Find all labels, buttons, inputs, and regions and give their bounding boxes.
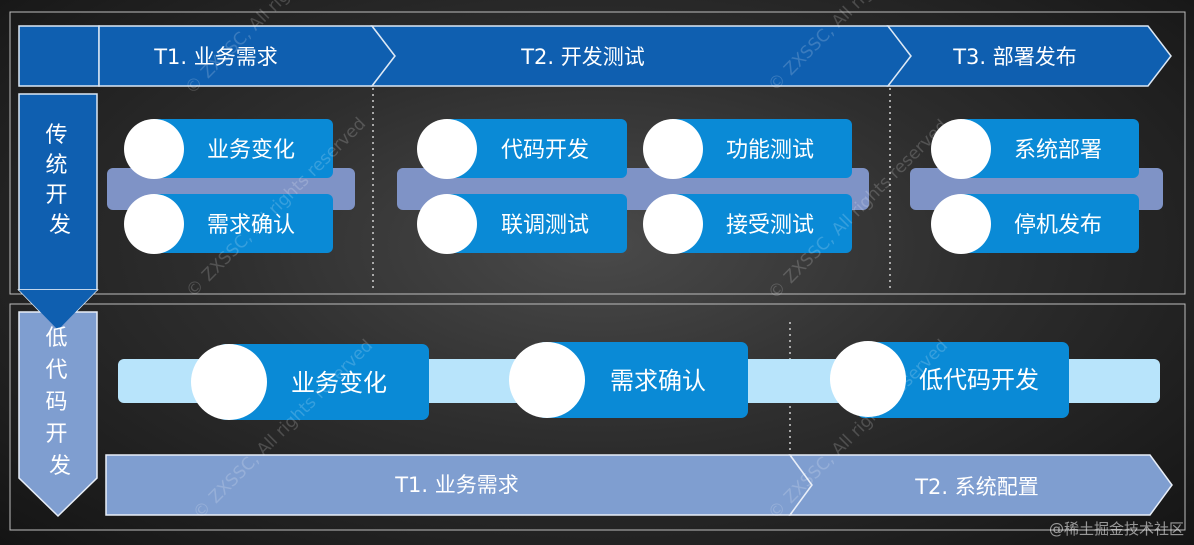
traditional-phase-header: T1. 业务需求 T2. 开发测试 T3. 部署发布 — [18, 25, 1172, 87]
activity-circle-icon — [124, 119, 184, 179]
activity-pill: 联调测试 — [417, 194, 627, 254]
activity-circle-icon — [931, 119, 991, 179]
activity-pill: 停机发布 — [931, 194, 1139, 254]
lowcode-step-label: 需求确认 — [610, 367, 706, 395]
activity-pill: 需求确认 — [124, 194, 333, 254]
traditional-side-label-box — [18, 93, 98, 291]
traditional-side-label-line4: 发 — [49, 213, 71, 238]
activity-pill: 系统部署 — [931, 119, 1139, 179]
activity-pill: 接受测试 — [643, 194, 852, 254]
lowcode-step: 低代码开发 — [830, 341, 1069, 418]
lowcode-step-body — [537, 342, 748, 418]
activity-label: 需求确认 — [207, 213, 295, 238]
activity-pill-body — [444, 119, 627, 178]
traditional-side-label-line2: 统 — [45, 153, 67, 178]
activity-label: 联调测试 — [501, 213, 589, 238]
lowcode-step-circle-icon — [509, 342, 585, 418]
lowcode-step-label: 低代码开发 — [919, 366, 1039, 394]
lowcode-step-label: 业务变化 — [291, 369, 387, 397]
lowcode-side-label-box — [18, 311, 98, 518]
activity-label: 业务变化 — [207, 138, 295, 163]
lowcode-frame — [9, 303, 1186, 531]
traditional-frame — [9, 11, 1186, 295]
phase-t3-arrow — [886, 25, 1172, 87]
traditional-activities: 业务变化 需求确认 代码开发 功能测试 联调测试 接受测试 — [124, 119, 1139, 254]
phase-t3-label: T3. 部署发布 — [952, 45, 1077, 69]
lowcode-phase-t2-arrow — [788, 454, 1173, 516]
activity-circle-icon — [417, 119, 477, 179]
traditional-side-label-line3: 开 — [45, 183, 67, 208]
lowcode-side-label-line2: 代 — [45, 358, 67, 383]
lowcode-step-body — [857, 342, 1069, 418]
activity-pill-body — [150, 194, 333, 253]
side-arrow: 传 统 开 发 低 代 码 开 发 — [17, 93, 99, 518]
activity-pill-body — [444, 194, 627, 253]
activity-label: 系统部署 — [1014, 138, 1102, 163]
activity-circle-icon — [417, 194, 477, 254]
activity-label: 代码开发 — [501, 138, 589, 163]
lowcode-step-circle-icon — [191, 344, 267, 420]
credit-text: @稀土掘金技术社区 — [1048, 520, 1184, 538]
lowcode-step-body — [218, 344, 429, 420]
traditional-side-label-line1: 传 — [45, 123, 67, 148]
activity-label: 停机发布 — [1014, 213, 1102, 238]
lowcode-phase-bar: T1. 业务需求 T2. 系统配置 — [105, 454, 1173, 516]
activity-circle-icon — [643, 119, 703, 179]
lowcode-step-circle-icon — [830, 341, 906, 417]
phase-t1-label: T1. 业务需求 — [153, 45, 278, 69]
lowcode-side-label-line5: 发 — [49, 454, 71, 479]
lowcode-step: 需求确认 — [509, 342, 748, 418]
activity-label: 功能测试 — [726, 138, 814, 163]
activity-pill-body — [669, 119, 852, 178]
traditional-side-label: 传 统 开 发 — [45, 123, 74, 238]
activity-label: 接受测试 — [726, 213, 814, 238]
activity-circle-icon — [931, 194, 991, 254]
header-corner-cell — [18, 25, 100, 87]
activity-pill-body — [958, 119, 1139, 178]
activity-pill-body — [958, 194, 1139, 253]
lowcode-side-label-line3: 码 — [45, 390, 67, 415]
activity-pill: 功能测试 — [643, 119, 852, 179]
lowcode-step: 业务变化 — [191, 344, 429, 420]
lowcode-phase-t1-label: T1. 业务需求 — [394, 473, 519, 497]
activity-circle-icon — [643, 194, 703, 254]
lowcode-side-label-line1: 低 — [45, 326, 67, 351]
activity-pill: 代码开发 — [417, 119, 627, 179]
activity-pill-body — [669, 194, 852, 253]
phase-t2-label: T2. 开发测试 — [520, 45, 645, 69]
side-arrow-head-overlay — [19, 290, 97, 330]
lowcode-phase-t2-label: T2. 系统配置 — [914, 475, 1039, 499]
lowcode-steps: 业务变化 需求确认 低代码开发 — [191, 341, 1069, 420]
activity-circle-icon — [124, 194, 184, 254]
lowcode-side-label: 低 代 码 开 发 — [45, 326, 74, 479]
lowcode-side-label-line4: 开 — [45, 422, 67, 447]
activity-pill: 业务变化 — [124, 119, 333, 179]
activity-pill-body — [150, 119, 333, 178]
